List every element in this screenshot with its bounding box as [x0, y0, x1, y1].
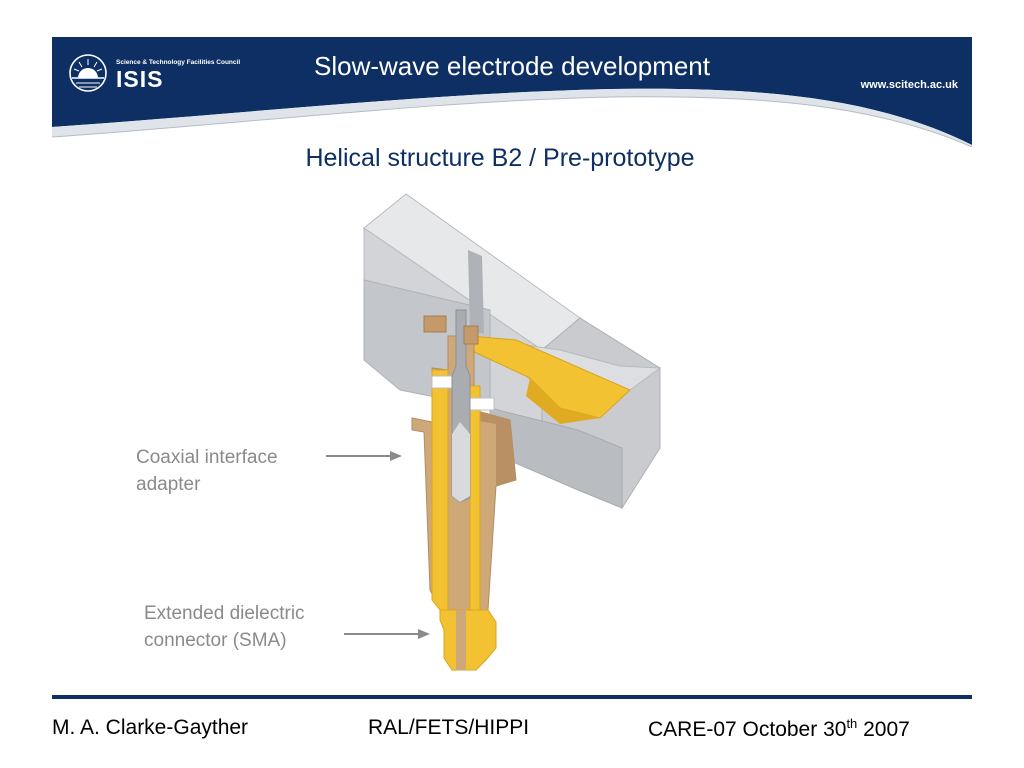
footer-event-text: CARE-07 October 30 [648, 718, 847, 741]
site-url: www.scitech.ac.uk [860, 79, 958, 91]
slide-title: Slow-wave electrode development [314, 51, 710, 81]
electrode-cutaway-figure [363, 193, 662, 671]
sma-connector-label-line-2: connector (SMA) [144, 630, 287, 651]
header-band [52, 37, 972, 147]
arrow-right-icon [344, 629, 430, 639]
header-banner: Science & Technology Facilities Council … [52, 37, 972, 147]
isis-sunburst-icon [69, 54, 107, 92]
slide-subtitle: Helical structure B2 / Pre-prototype [305, 144, 695, 172]
footer-event: CARE-07 October 30th 2007 [648, 716, 910, 742]
footer-author: M. A. Clarke-Gayther [52, 716, 249, 739]
council-name: Science & Technology Facilities Council [116, 59, 241, 66]
isis-logo: Science & Technology Facilities Council … [68, 51, 268, 95]
footer-event-year: 2007 [857, 718, 910, 741]
sma-connector-label-line-1: Extended dielectric [144, 603, 305, 624]
coaxial-adapter-label-line-1: Coaxial interface [136, 447, 278, 468]
footer-organization: RAL/FETS/HIPPI [368, 716, 530, 739]
isis-wordmark: ISIS [116, 66, 164, 92]
coaxial-adapter-label: Coaxial interface adapter [136, 444, 278, 498]
sma-connector-label: Extended dielectric connector (SMA) [144, 600, 305, 654]
arrow-right-icon [326, 451, 402, 461]
footer-divider [52, 695, 972, 699]
footer-event-superscript: th [846, 716, 858, 731]
coaxial-adapter-label-line-2: adapter [136, 474, 201, 495]
